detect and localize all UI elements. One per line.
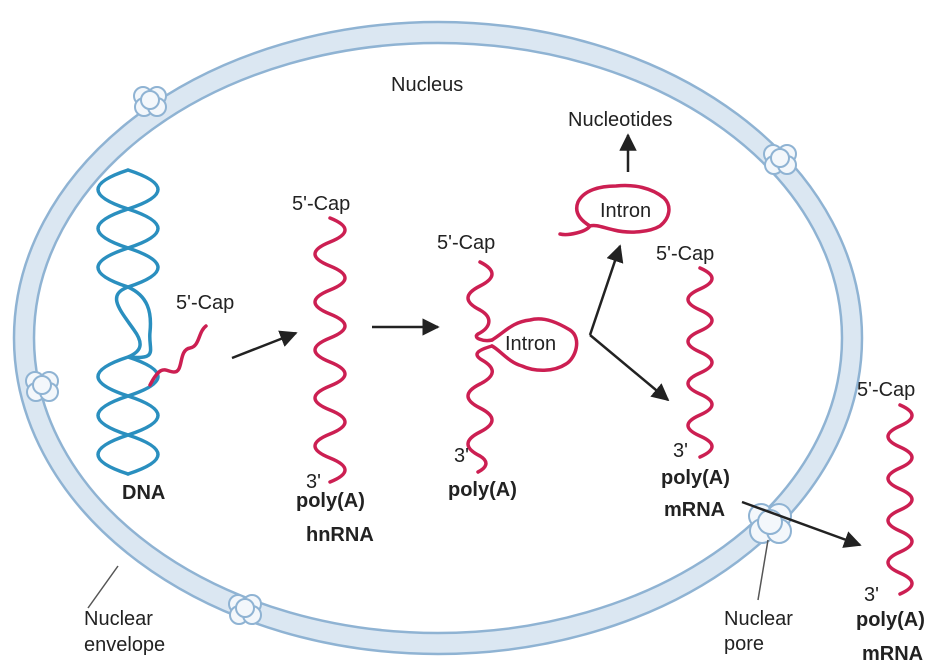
arrow-to-mrna: [589, 334, 670, 402]
nuclear-pore: [25, 86, 797, 625]
intron-loop-top: [558, 183, 671, 237]
hnrna-cap-label: 5'-Cap: [292, 193, 350, 215]
arrow-to-hnrna: [231, 330, 298, 360]
nucleus-label: Nucleus: [391, 74, 463, 96]
mrna-polya-label: poly(A): [661, 467, 730, 489]
intron-loop-mid: [490, 317, 579, 372]
nascent-rna: [148, 324, 208, 387]
out-cap-label: 5'-Cap: [857, 379, 915, 401]
splice-3-label: 3': [454, 445, 469, 467]
out-3-label: 3': [864, 584, 879, 606]
intron-label-top: Intron: [600, 200, 651, 222]
mrna-3-label: 3': [673, 440, 688, 462]
rna-strands: [148, 183, 914, 596]
splice-lower: [466, 344, 494, 474]
nucleotides-label: Nucleotides: [568, 109, 673, 131]
arrow-export: [741, 500, 862, 548]
out-polya-label: poly(A): [856, 609, 925, 631]
dna-label: DNA: [122, 482, 165, 504]
labels: Nucleus Nucleotides Intron Intron 5'-Cap…: [84, 74, 925, 665]
nuclear-envelope-label-1: Nuclear: [84, 608, 153, 630]
exported-mrna-strand: [886, 403, 914, 596]
hnrna-label: hnRNA: [306, 524, 374, 546]
dna-helix: [96, 168, 160, 476]
nuclear-pore-label-2: pore: [724, 633, 764, 655]
splice-polya-label: poly(A): [448, 479, 517, 501]
splice-cap-label: 5'-Cap: [437, 232, 495, 254]
nuclear-pore-label-1: Nuclear: [724, 608, 793, 630]
dna-cap-label: 5'-Cap: [176, 292, 234, 314]
nuclear-envelope: [12, 20, 864, 656]
arrows: [231, 133, 862, 548]
nuclear-envelope-label-2: envelope: [84, 634, 165, 656]
hnrna-polya-label: poly(A): [296, 490, 365, 512]
arrow-to-intron: [588, 244, 624, 336]
hnrna-3-label: 3': [306, 471, 321, 493]
mrna-strand: [686, 266, 714, 459]
pointer-lines: [87, 539, 769, 609]
mrna-cap-label: 5'-Cap: [656, 243, 714, 265]
splice-upper: [466, 260, 494, 343]
hnrna-strand: [313, 216, 347, 484]
out-mrna-label: mRNA: [862, 643, 923, 665]
intron-label-mid: Intron: [505, 333, 556, 355]
mrna-label: mRNA: [664, 499, 725, 521]
